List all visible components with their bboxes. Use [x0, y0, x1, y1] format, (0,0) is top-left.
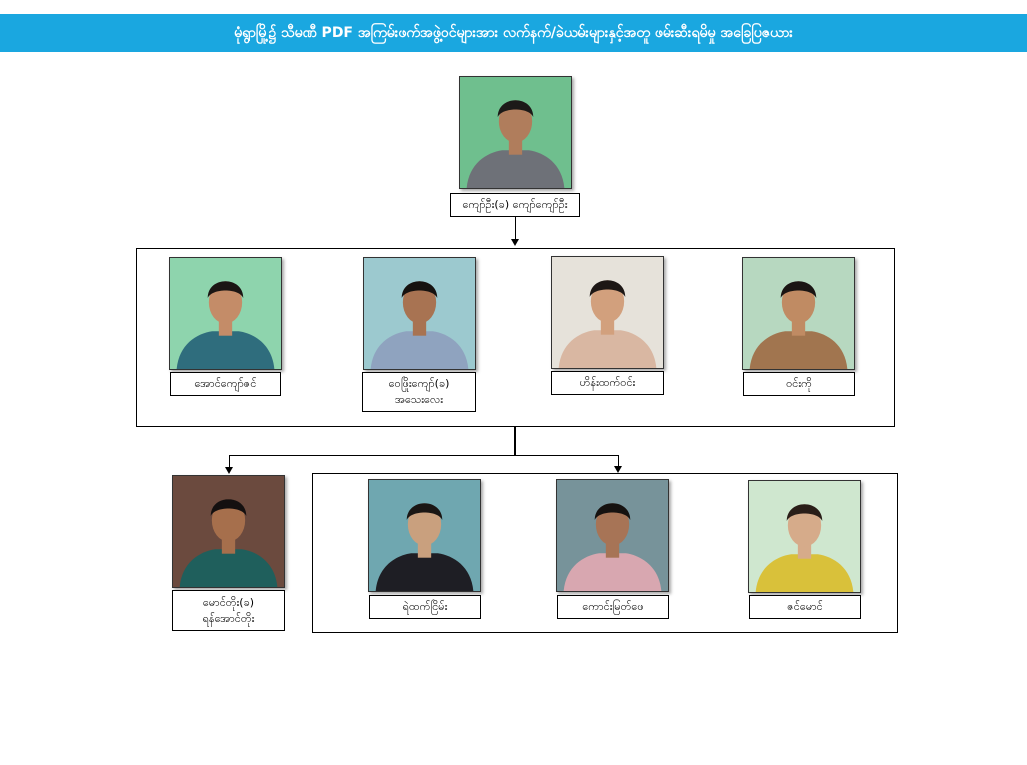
- tier2-name-box-1: အောင်ကျော်ဇင်: [170, 372, 281, 396]
- leader-photo: [459, 76, 572, 189]
- connector-horizontal: [229, 455, 619, 456]
- tier3-name-box-2: ကောင်းမြတ်ဖေ: [557, 595, 669, 619]
- arrow-to-tier2: [511, 239, 519, 246]
- tier2-photo-4: [742, 257, 855, 370]
- tier3-photo-3: [748, 480, 861, 593]
- tier3-name-3: ဇင်မောင်: [787, 600, 823, 613]
- tier2-name-2-line1: ဝေဖြိုးကျော်(ခ): [388, 377, 450, 390]
- tier3-left-name-line2: ရန်အောင်တိုး: [202, 611, 255, 625]
- tier2-name-box-4: ဝင်းကို: [743, 372, 855, 396]
- tier3-name-2: ကောင်းမြတ်ဖေ: [582, 600, 644, 613]
- tier3-left-name-box: မောင်တိုး(ခ) ရန်အောင်တိုး: [172, 590, 285, 631]
- arrow-to-tier3-left: [225, 467, 233, 474]
- connector-branch-right: [618, 455, 619, 466]
- tier2-name-1: အောင်ကျော်ဇင်: [194, 377, 257, 390]
- connector-tier2-down: [514, 427, 516, 455]
- tier2-name-box-2: ဝေဖြိုးကျော်(ခ) အသေးလေး: [362, 372, 476, 412]
- tier3-photo-1: [368, 479, 481, 592]
- connector-leader-down: [515, 217, 516, 239]
- tier2-name-2-line2: အသေးလေး: [394, 393, 444, 406]
- chart-title: မုံရွာမြို့၌ သီမဏီ PDF အကြမ်းဖက်အဖွဲ့ဝင်…: [0, 14, 1027, 52]
- leader-name-box: ကျော်ဦး(ခ) ကျော်ကျော်ဦး: [450, 193, 580, 217]
- arrow-to-tier3-group: [614, 466, 622, 473]
- tier2-name-box-3: ဟိန်းထက်ဝင်း: [551, 371, 664, 395]
- tier3-photo-2: [556, 479, 669, 592]
- tier2-name-4: ဝင်းကို: [786, 377, 812, 390]
- tier3-name-box-3: ဇင်မောင်: [749, 595, 861, 619]
- leader-name: ကျော်ဦး(ခ) ကျော်ကျော်ဦး: [462, 198, 568, 211]
- tier2-photo-1: [169, 257, 282, 370]
- connector-branch-left: [229, 455, 230, 467]
- tier2-name-3: ဟိန်းထက်ဝင်း: [579, 376, 636, 389]
- tier2-photo-3: [551, 256, 664, 369]
- tier3-name-box-1: ရဲထက်ငြိမ်း: [369, 595, 481, 619]
- tier3-name-1: ရဲထက်ငြိမ်း: [402, 600, 448, 613]
- tier3-left-name-line1: မောင်တိုး(ခ): [202, 595, 255, 609]
- tier2-photo-2: [363, 257, 476, 370]
- tier3-left-photo: [172, 475, 285, 588]
